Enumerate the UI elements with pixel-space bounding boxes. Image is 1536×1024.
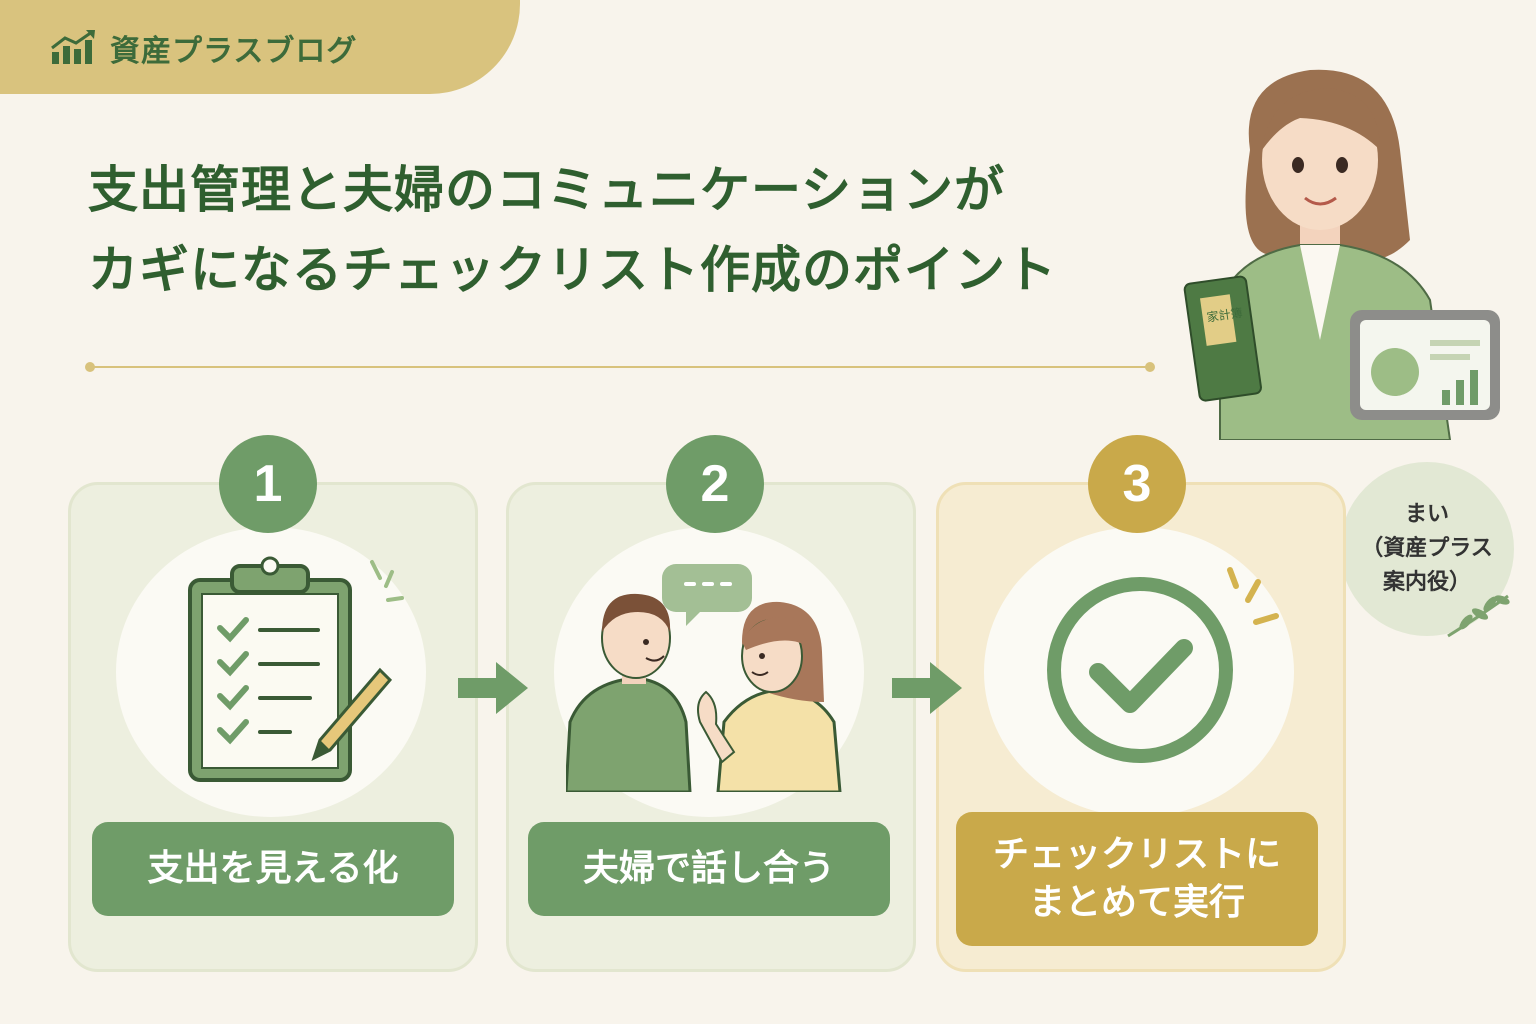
guide-character-illustration: 家計簿 xyxy=(1183,69,1500,440)
couple-talking-icon xyxy=(566,564,842,792)
arrow-right-icon xyxy=(892,662,962,714)
brand-logo[interactable]: 資産プラスブログ xyxy=(48,26,357,70)
leaf-sprig-icon xyxy=(1447,594,1510,638)
brand-name: 資産プラスブログ xyxy=(110,34,358,69)
title-line-2: カギになるチェックリスト作成のポイント xyxy=(88,241,1057,299)
clipboard-checklist-icon xyxy=(188,556,404,782)
step-3-label-line-2: まとめて実行 xyxy=(1028,882,1245,923)
step-3-label-line-1: チェックリストに xyxy=(992,834,1281,875)
chart-growth-icon xyxy=(51,30,95,64)
guide-name: まい xyxy=(1404,502,1449,527)
title-line-1: 支出管理と夫婦のコミュニケーションが xyxy=(88,161,1005,219)
arrow-right-icon xyxy=(458,662,528,714)
step-number-1: 1 xyxy=(219,435,317,533)
step-2-label: 夫婦で話し合う xyxy=(528,822,890,916)
book-label: 家計簿 xyxy=(1206,305,1244,325)
title-divider xyxy=(85,362,1155,372)
step-3-label: チェックリストに まとめて実行 xyxy=(956,812,1318,946)
step-1-label: 支出を見える化 xyxy=(92,822,454,916)
guide-role-line-2: 案内役） xyxy=(1382,570,1471,595)
step-3-icon-circle xyxy=(984,527,1294,817)
guide-role-line-1: （資産プラス xyxy=(1361,536,1493,561)
step-number-3: 3 xyxy=(1088,435,1186,533)
page-title: 支出管理と夫婦のコミュニケーションが カギになるチェックリスト作成のポイント xyxy=(88,150,1057,310)
check-circle-icon xyxy=(1047,567,1279,763)
step-number-2: 2 xyxy=(666,435,764,533)
